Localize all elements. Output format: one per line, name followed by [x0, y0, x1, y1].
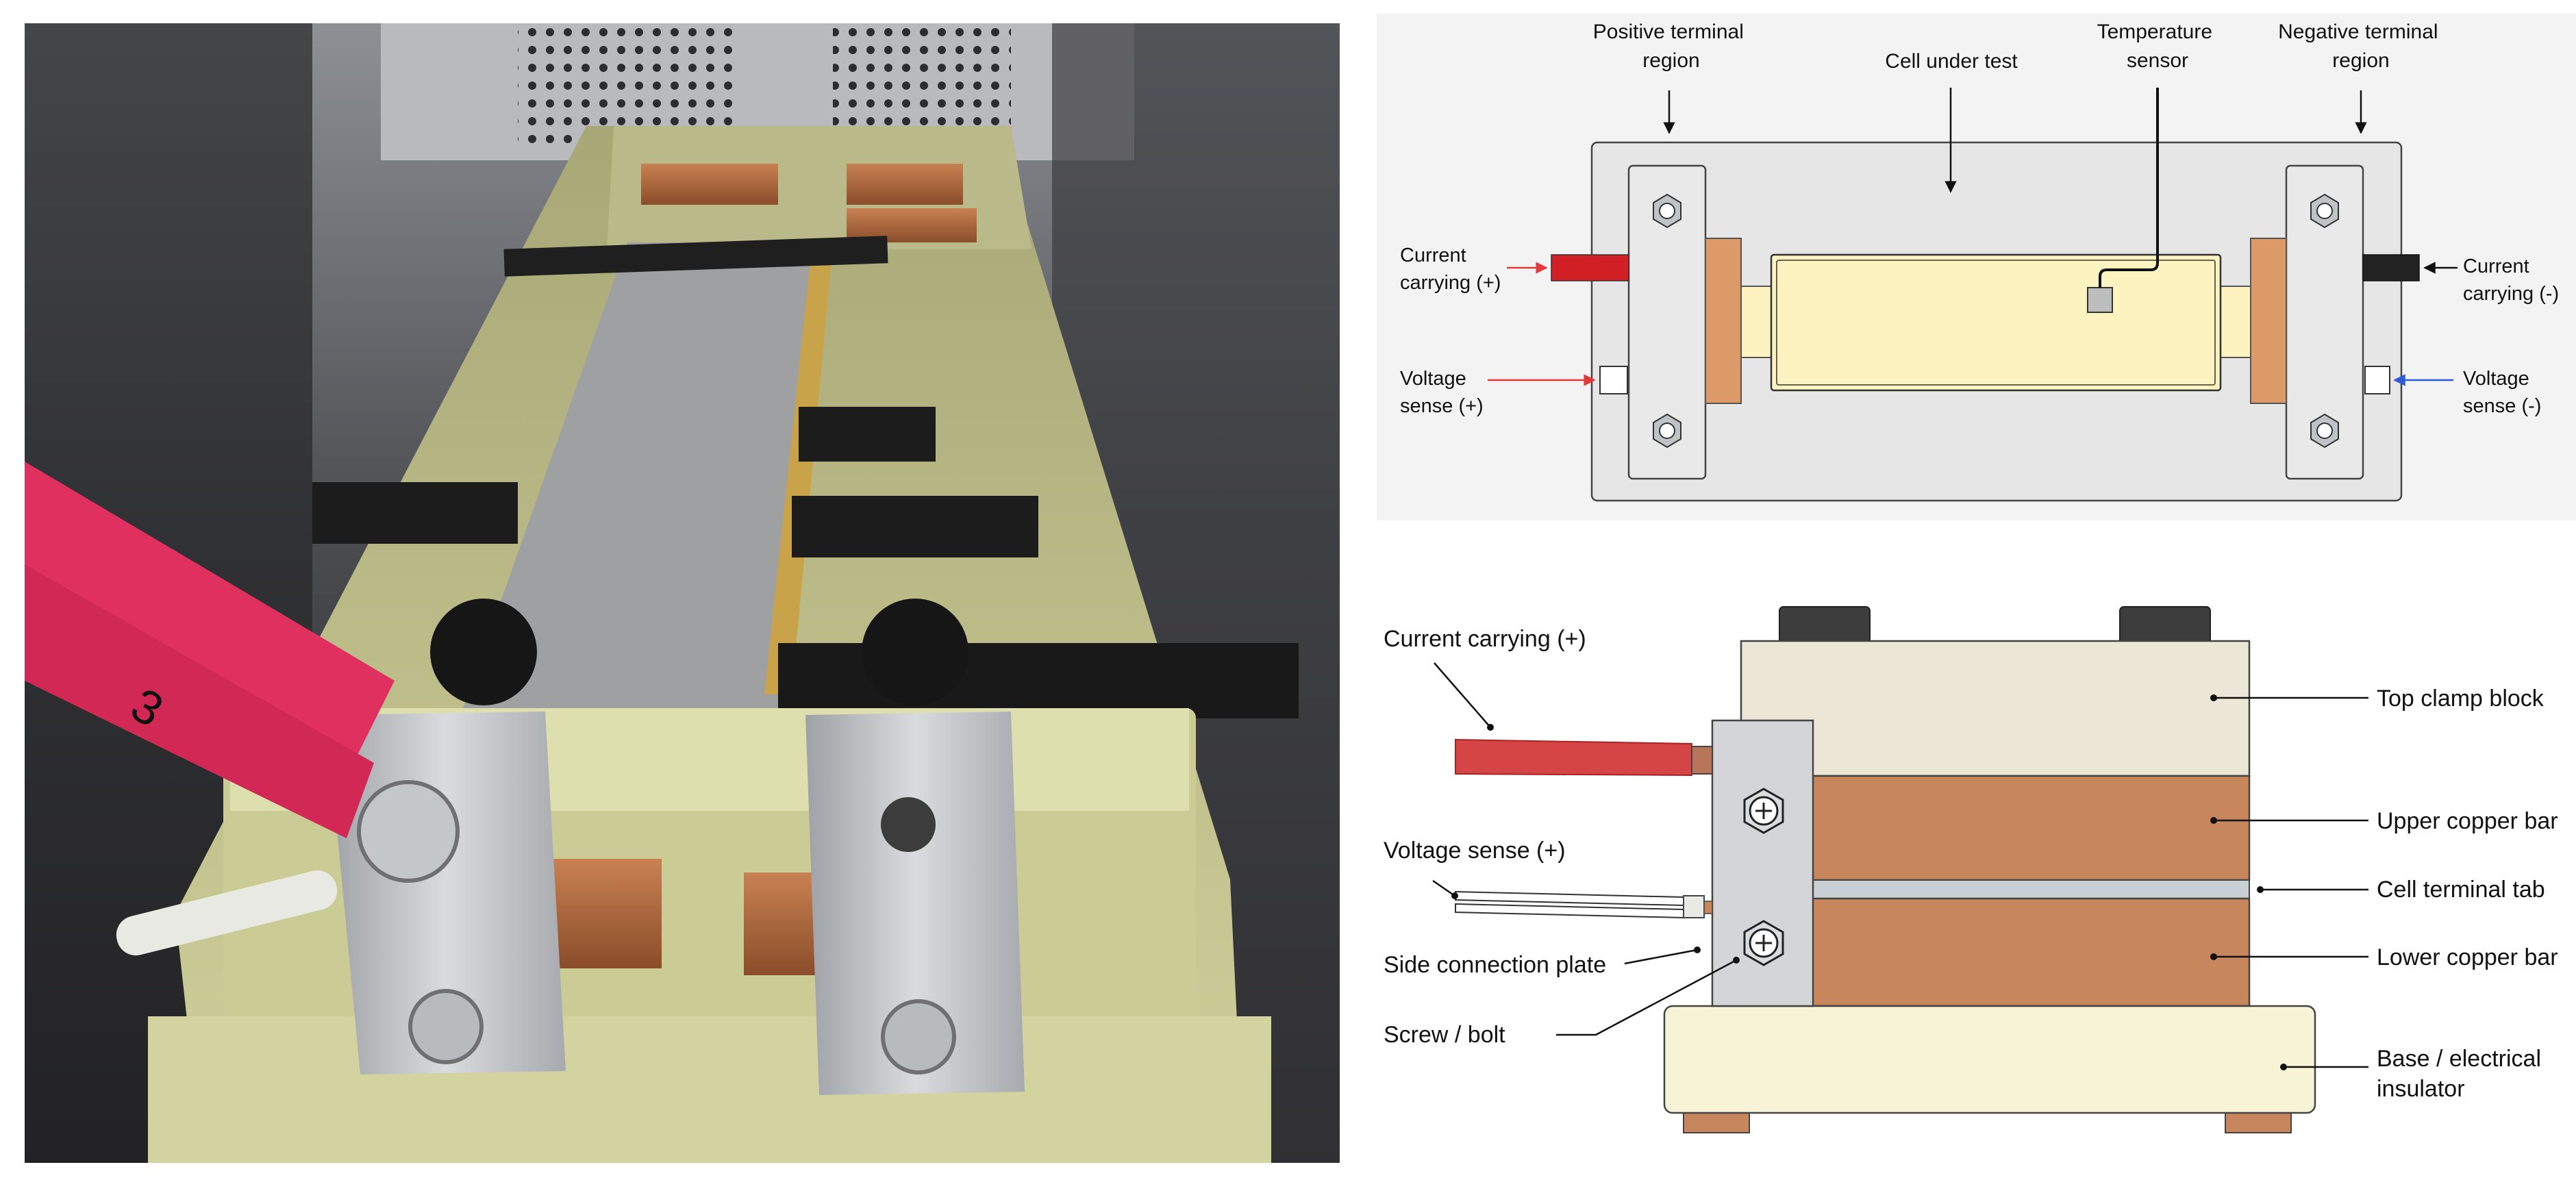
- label-temperature-sensor: Temperature sensor: [2097, 21, 2218, 72]
- far-copper-bar-1: [641, 164, 778, 205]
- label-cell-terminal-tab: Cell terminal tab: [2377, 877, 2545, 903]
- leader-voltage-sense: [1432, 879, 1455, 897]
- right-knob: [862, 599, 968, 705]
- red-cable-upper: [25, 462, 395, 763]
- temperature-sensor-wire: [2099, 88, 2159, 288]
- cell-tab-positive: [1740, 286, 1773, 358]
- foam-strip-1: [503, 236, 888, 277]
- right-plate-screw: [881, 999, 956, 1075]
- upper-copper-bar: [1740, 775, 2251, 881]
- voltage-sense-lug: [1703, 901, 1713, 914]
- temperature-sensor: [2087, 287, 2113, 313]
- current-cable: [1455, 738, 1692, 777]
- label-voltage-sense: Voltage sense (+): [1384, 838, 1566, 864]
- label-current-carrying-negative: Current carrying (-): [2463, 255, 2559, 305]
- foam-strip-2: [799, 407, 936, 462]
- voltage-sense-pad-negative: [2364, 366, 2390, 394]
- label-cell-under-test: Cell under test: [1885, 50, 2018, 73]
- right-aluminium-plate: [805, 712, 1025, 1095]
- leader-dot: [1694, 946, 1701, 953]
- pouch-cell: [463, 242, 833, 708]
- current-lead-positive: [1551, 254, 1629, 281]
- foam-strip-3: [792, 496, 1038, 557]
- leader-dot: [1733, 957, 1740, 964]
- left-knob: [430, 599, 537, 705]
- lower-copper-bar: [1740, 897, 2251, 1007]
- fixture-photo: 3: [25, 23, 1340, 1163]
- bolt-icon: [2310, 193, 2339, 229]
- top-clamp-block: [1740, 640, 2251, 777]
- leader-dot: [2210, 817, 2217, 824]
- cell-terminal-tab: [1740, 879, 2250, 899]
- current-cable-lug: [1691, 746, 1713, 775]
- leader-dot: [1487, 724, 1494, 731]
- far-copper-bar-2: [847, 164, 963, 205]
- voltage-probe: [116, 870, 338, 956]
- side-view-diagram: Current carrying (+) Voltage sense (+) S…: [1370, 548, 2576, 1190]
- label-base-insulator: Base / electrical insulator: [2377, 1046, 2547, 1102]
- base-insulator: [1663, 1005, 2316, 1114]
- label-top-clamp-block: Top clamp block: [2377, 686, 2544, 712]
- label-screw-bolt: Screw / bolt: [1384, 1022, 1505, 1048]
- leader-current-carrying: [1434, 662, 1491, 728]
- label-negative-terminal: Negative terminal region: [2278, 21, 2444, 72]
- label-lower-copper-bar: Lower copper bar: [2377, 944, 2558, 970]
- right-plate-hole: [881, 797, 936, 852]
- label-current-carrying-positive: Current carrying (+): [1400, 244, 1501, 294]
- bolt-icon: [1653, 193, 1681, 229]
- label-positive-terminal: Positive terminal region: [1593, 21, 1749, 72]
- leader-dot: [2280, 1064, 2287, 1070]
- label-voltage-sense-positive: Voltage sense (+): [1400, 368, 1484, 417]
- leader-side-plate: [1624, 949, 1698, 965]
- label-voltage-sense-negative: Voltage sense (-): [2463, 368, 2541, 417]
- leader-dot: [2210, 953, 2217, 960]
- foam-strip-4: [312, 482, 518, 544]
- bolt-icon: [1653, 413, 1681, 449]
- front-base-plate: [148, 1016, 1271, 1163]
- screw-icon: [1743, 788, 1784, 834]
- leader-dot: [1451, 892, 1458, 899]
- pouch-cell-shadow: [764, 242, 833, 694]
- left-bolt: [357, 780, 460, 883]
- voltage-sense-pad-positive: [1599, 366, 1628, 394]
- label-side-connection-plate: Side connection plate: [1384, 952, 1606, 978]
- cell-body-inner: [1776, 260, 2216, 386]
- leader-dot: [2210, 694, 2217, 701]
- foam-strip-5: [778, 643, 1299, 718]
- label-upper-copper-bar: Upper copper bar: [2377, 808, 2558, 834]
- screw-icon: [1743, 920, 1784, 966]
- red-cable-lower: [25, 564, 374, 838]
- cell-body: [1770, 253, 2222, 392]
- bolt-icon: [2310, 413, 2339, 449]
- left-plate-screw: [408, 989, 484, 1064]
- positive-copper-block: [1705, 238, 1742, 404]
- cell-tab-negative: [2218, 286, 2251, 358]
- label-current-carrying: Current carrying (+): [1384, 626, 1586, 652]
- voltage-sense-connector: [1683, 895, 1705, 918]
- leader-dot: [2257, 886, 2264, 893]
- current-lead-negative: [2362, 254, 2420, 281]
- top-view-diagram: Positive terminal region Cell under test…: [1370, 0, 2576, 527]
- negative-copper-block: [2250, 238, 2287, 404]
- leader-screw: [1556, 959, 1737, 1036]
